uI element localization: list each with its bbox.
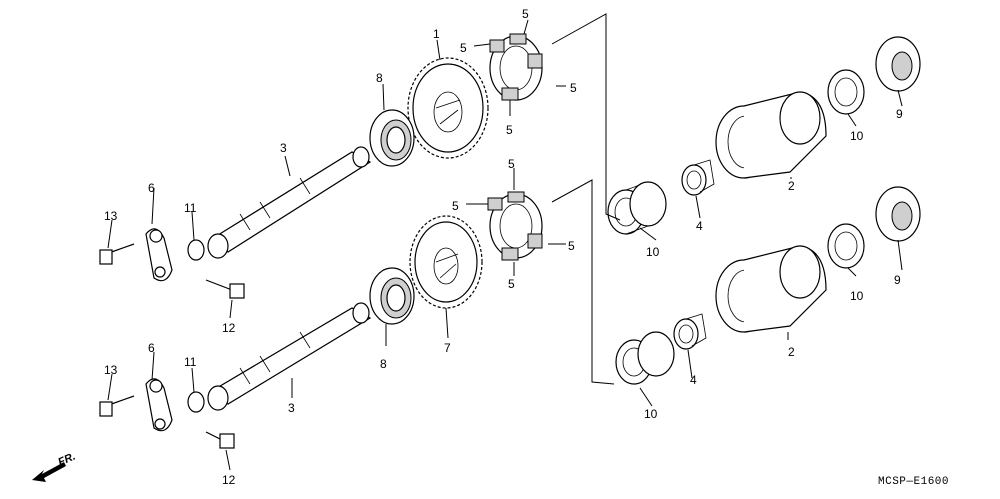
circlip-lower: [187, 391, 205, 413]
collar-4-lower: [673, 313, 707, 350]
bolt-12-upper: [205, 279, 245, 299]
callout-9-upper: 9: [896, 107, 903, 121]
callout-9-lower: 9: [894, 273, 901, 287]
balancer-arm-lower: [145, 378, 173, 432]
leader-lines: [107, 19, 903, 471]
holder-upper: [715, 91, 827, 179]
balancer-shaft-upper: [207, 146, 372, 259]
bolt-13-lower: [99, 395, 135, 417]
callout-11-lower: 11: [184, 355, 197, 369]
bracket-line-upper: [551, 13, 621, 221]
catalog-code: MCSP—E1600: [878, 476, 949, 488]
collar-4-upper: [681, 159, 715, 196]
needle-bearing-lower: [827, 223, 865, 269]
driven-gear-lower: [409, 215, 483, 309]
callout-10-right-upper: 10: [850, 129, 864, 143]
callout-5-lower-top: 5: [508, 157, 515, 171]
callout-5-lower-bottom: 5: [508, 277, 515, 291]
collar-upper: [369, 109, 415, 167]
balancer-arm-upper: [145, 228, 173, 282]
needle-bearing-upper: [827, 69, 865, 115]
callout-2-lower: 2: [788, 345, 795, 359]
callout-6-lower: 6: [148, 341, 155, 355]
callout-2-upper: 2: [788, 179, 795, 193]
callout-10-holder-lower: 10: [644, 407, 658, 421]
fr-label: FR.: [56, 451, 77, 469]
callout-11-upper: 11: [184, 201, 197, 215]
collar-lower: [369, 267, 415, 325]
callout-13-lower: 13: [104, 363, 118, 377]
callout-5-lower-left: 5: [452, 199, 459, 213]
callout-5-upper-bottom: 5: [506, 123, 513, 137]
callout-1: 1: [433, 27, 440, 41]
callout-10-right-lower: 10: [850, 289, 864, 303]
front-arrow-icon: [32, 462, 66, 482]
damper-rubber-lower: [487, 191, 543, 261]
callout-4-upper: 4: [696, 219, 703, 233]
balancer-shaft-lower: [207, 302, 372, 411]
callout-13-upper: 13: [104, 209, 118, 223]
circlip-upper: [187, 239, 205, 261]
callout-5-upper-top: 5: [522, 7, 529, 21]
callout-5-lower-right: 5: [568, 239, 575, 253]
callout-3-upper: 3: [280, 141, 287, 155]
washer-upper: [875, 36, 921, 92]
callout-5-upper-right: 5: [570, 81, 577, 95]
callout-7: 7: [444, 341, 451, 355]
callout-6-upper: 6: [148, 181, 155, 195]
needle-bearing-holder-lower: [615, 331, 675, 385]
callout-8-upper: 8: [376, 71, 383, 85]
bracket-line-lower: [551, 179, 615, 385]
bolt-12-lower: [205, 431, 235, 449]
callout-3-lower: 3: [288, 401, 295, 415]
callout-4-lower: 4: [690, 373, 697, 387]
driven-gear-upper: [407, 57, 489, 159]
washer-lower: [875, 186, 921, 242]
holder-lower: [715, 245, 827, 333]
callout-12-upper: 12: [222, 321, 236, 335]
callout-8-lower: 8: [380, 357, 387, 371]
damper-rubber-upper: [489, 33, 543, 101]
needle-bearing-holder-upper: [607, 181, 667, 235]
callout-5-upper-left: 5: [460, 41, 467, 55]
callout-10-holder-upper: 10: [646, 245, 660, 259]
bolt-13-upper: [99, 243, 135, 265]
callout-12-lower: 12: [222, 473, 236, 487]
